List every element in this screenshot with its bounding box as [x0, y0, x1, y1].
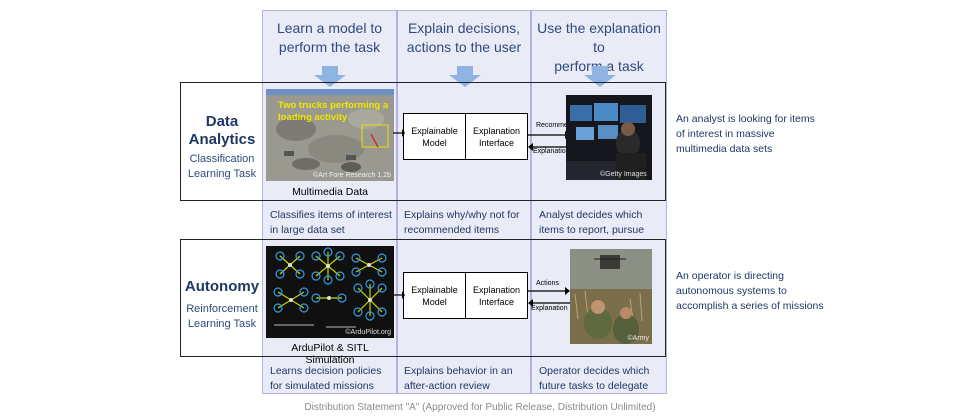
link-label-recommend: Recommend	[536, 122, 576, 129]
explainable-model-box: Explainable Model	[403, 272, 466, 319]
row-subtitle: Reinforcement Learning Task	[186, 303, 258, 330]
explainable-model-box: Explainable Model	[403, 113, 466, 160]
link-label-explanation: Explanation	[533, 148, 570, 155]
down-arrow-icon	[449, 66, 481, 87]
explanation-interface-box: Explanation Interface	[465, 113, 528, 160]
image-caption: ArduPilot & SITL Simulation	[291, 342, 369, 366]
column-heading: Learn a model to perform the task	[276, 20, 383, 55]
column-heading: Explain decisions, actions to the user	[406, 20, 522, 55]
distribution-statement: Distribution Statement "A" (Approved for…	[304, 402, 656, 413]
multimedia-image: Two trucks performing a loading activity…	[266, 89, 394, 181]
down-arrow-icon	[584, 66, 616, 87]
explanation-interface-box: Explanation Interface	[465, 272, 528, 319]
image-credit: ©ArduPilot.org	[345, 329, 391, 336]
row-autonomy	[180, 239, 666, 357]
cell-learn: Classifies items of interest in large da…	[270, 209, 392, 236]
row-data-analytics	[180, 82, 666, 201]
cell-explain: Explains why/why not for recommended ite…	[404, 209, 520, 236]
cell-explain: Explains behavior in an after-action rev…	[404, 365, 513, 392]
link-label-explanation: Explanation	[531, 305, 568, 312]
image-credit: ©Art Fore Research 1.2b	[313, 172, 391, 179]
analyst-photo: ©Getty Images	[566, 95, 652, 180]
column-explain: Explain decisions, actions to the user	[397, 10, 531, 394]
row-subtitle: Classification Learning Task	[187, 153, 257, 180]
side-note: An analyst is looking for items of inter…	[676, 113, 815, 155]
row-title: Data Analytics	[188, 113, 256, 148]
photo-credit: ©Army	[627, 335, 650, 342]
cell-use: Analyst decides which items to report, p…	[539, 209, 645, 236]
image-caption: Multimedia Data	[292, 186, 368, 198]
side-note: An operator is directing autonomous syst…	[676, 270, 824, 312]
link-label-actions: Actions	[536, 280, 559, 287]
cell-learn: Learns decision policies for simulated m…	[270, 365, 382, 392]
column-heading: Use the explanation to perform a task	[537, 20, 661, 74]
ardupilot-image: ©ArduPilot.org	[266, 246, 394, 338]
image-overlay-text: Two trucks performing a loading activity	[278, 100, 389, 123]
cell-use: Operator decides which future tasks to d…	[539, 365, 650, 392]
double-arrow-icon	[528, 287, 570, 307]
operator-photo: ©Army	[570, 249, 652, 344]
arrow-icon	[393, 129, 405, 137]
down-arrow-icon	[314, 66, 346, 87]
arrow-icon	[393, 291, 405, 299]
photo-credit: ©Getty Images	[600, 171, 647, 178]
row-title: Autonomy	[184, 278, 260, 295]
